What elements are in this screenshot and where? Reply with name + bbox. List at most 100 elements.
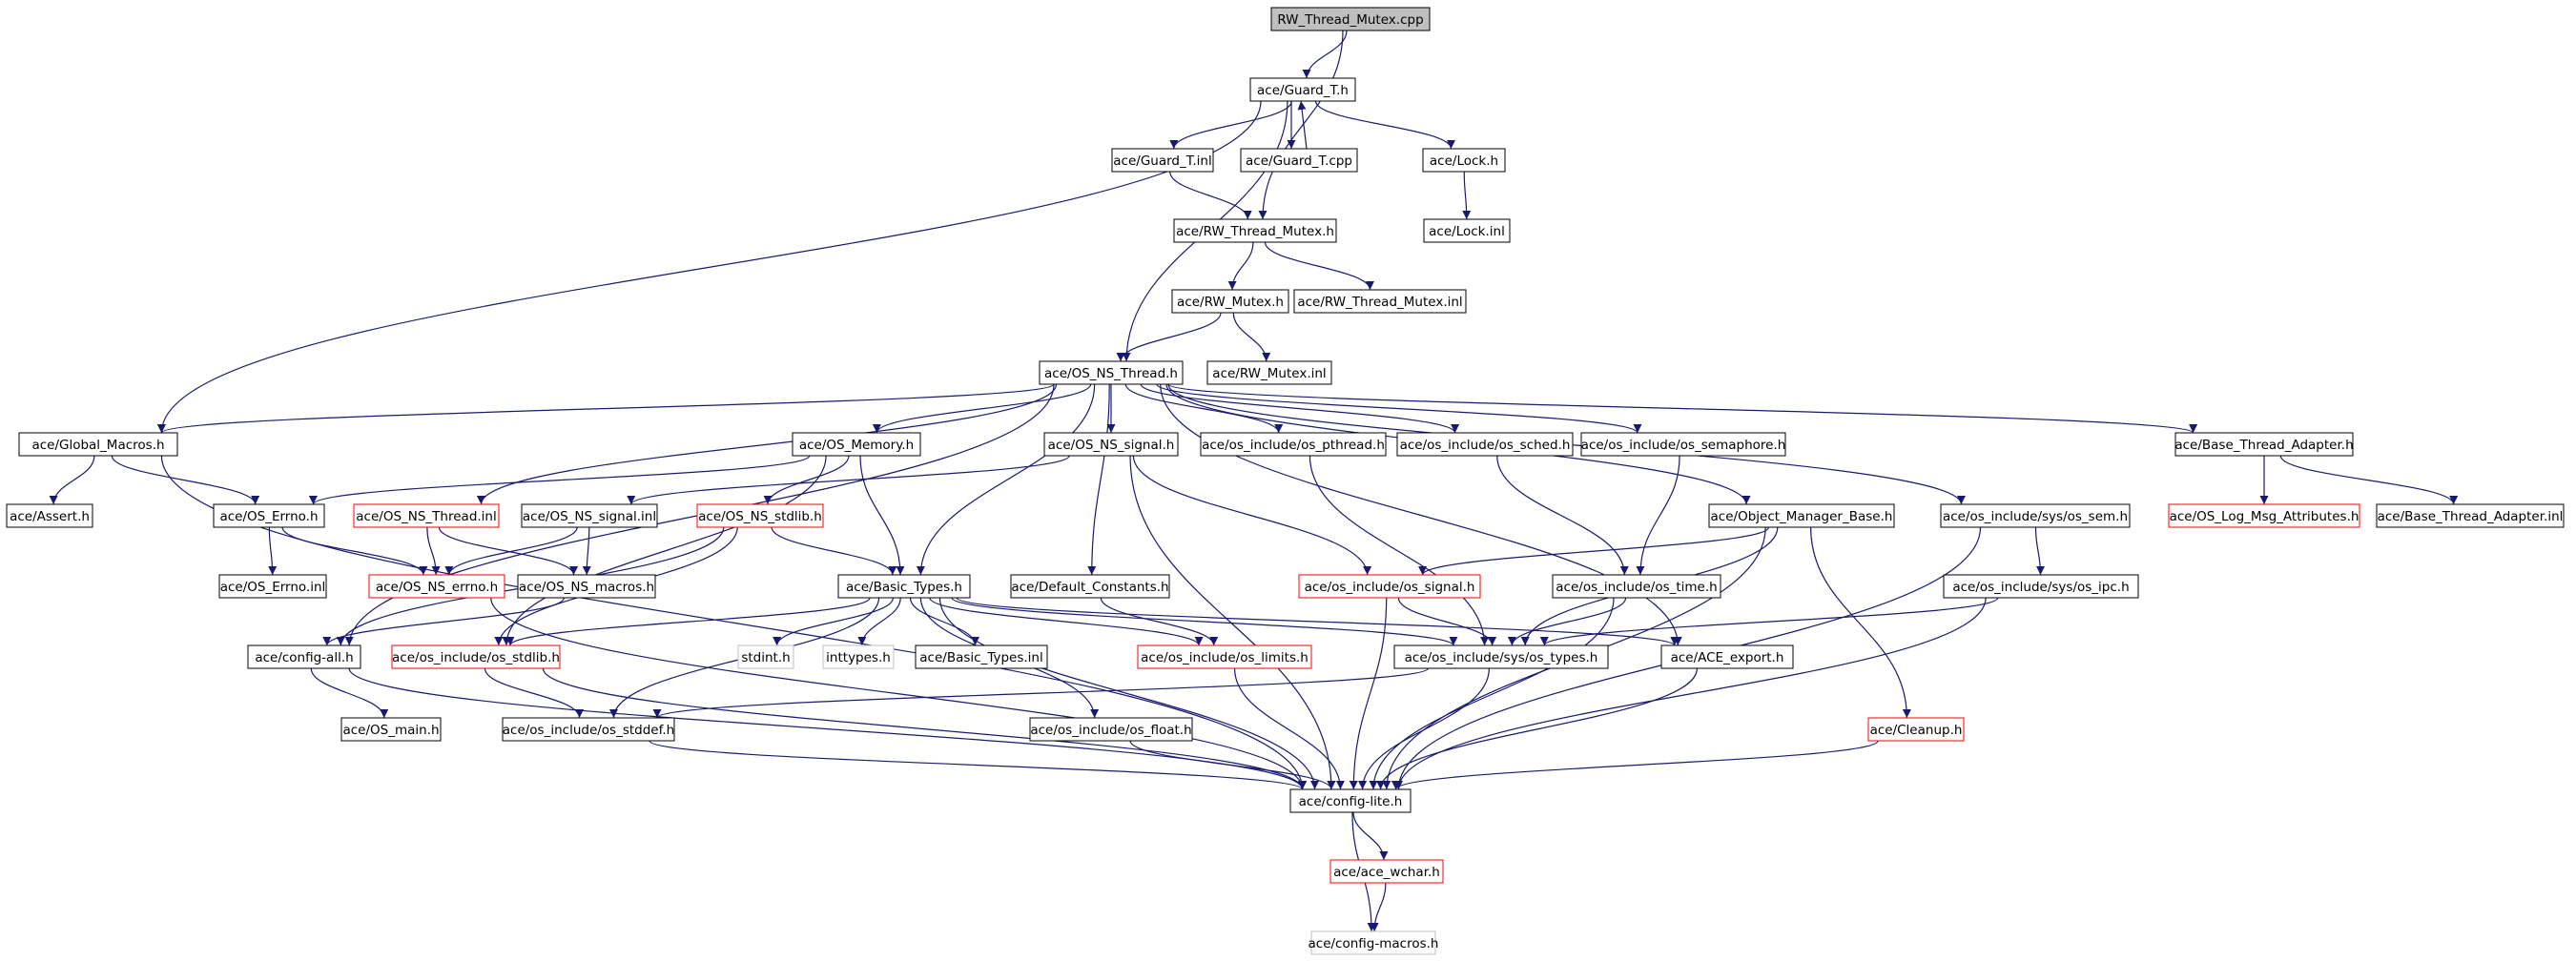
node-box: [1111, 148, 1214, 173]
edge-rw_cpp-to-guard_h: [1302, 30, 1348, 79]
edge-rw_cpp-to-rwtm_h: [1258, 30, 1344, 220]
node-osmem-h[interactable]: ace/OS_Memory.h: [792, 432, 921, 457]
node-logmsg-h[interactable]: ace/OS_Log_Msg_Attributes.h: [2168, 503, 2360, 528]
node-rwtm-inl[interactable]: ace/RW_Thread_Mutex.inl: [1293, 289, 1467, 314]
node-osstd-h[interactable]: ace/os_include/os_stdlib.h: [391, 644, 561, 669]
edge-bt_h-to-bt_inl: [909, 597, 979, 646]
node-lock-h[interactable]: ace/Lock.h: [1422, 148, 1506, 173]
node-bt-inl[interactable]: ace/Basic_Types.inl: [915, 644, 1048, 669]
node-box: [340, 717, 442, 742]
edge-ostime_h-to-systypes_h: [1507, 597, 1627, 646]
node-label: ace/Cleanup.h: [1870, 723, 1963, 738]
node-label: stdint.h: [741, 650, 790, 665]
node-box: [353, 503, 500, 528]
node-box: [1396, 432, 1574, 457]
node-box: [368, 574, 505, 599]
edge-stddef_h-to-cfglite_h: [649, 740, 1307, 790]
node-ossig-h[interactable]: ace/os_include/os_signal.h: [1298, 574, 1481, 599]
node-osnst-h[interactable]: ace/OS_NS_Thread.h: [1039, 360, 1184, 385]
node-ostime-h[interactable]: ace/os_include/os_time.h: [1552, 574, 1721, 599]
node-stdint-h[interactable]: stdint.h: [737, 644, 794, 669]
node-cfgmac-h[interactable]: ace/config-macros.h: [1309, 930, 1439, 955]
node-pthread-h[interactable]: ace/os_include/os_pthread.h: [1200, 432, 1387, 457]
node-label: ace/OS_main.h: [342, 723, 439, 738]
node-cleanup-h[interactable]: ace/Cleanup.h: [1867, 717, 1965, 742]
edge-pthread_h-to-systypes_h: [1309, 455, 1490, 646]
edge-omb_h-to-ossig_h: [1418, 526, 1770, 576]
node-osnserr-h[interactable]: ace/OS_NS_errno.h: [368, 574, 505, 599]
node-lock-inl[interactable]: ace/Lock.inl: [1423, 218, 1511, 243]
node-cfgall-h[interactable]: ace/config-all.h: [247, 644, 361, 669]
edge-sema_h-to-ostime_h: [1636, 455, 1680, 576]
node-guard-h[interactable]: ace/Guard_T.h: [1249, 77, 1356, 102]
node-label: RW_Thread_Mutex.cpp: [1277, 12, 1423, 28]
node-bta-inl[interactable]: ace/Base_Thread_Adapter.inl: [2376, 503, 2565, 528]
node-osnssig-inl[interactable]: ace/OS_NS_signal.inl: [521, 503, 658, 528]
node-label: ace/Global_Macros.h: [31, 438, 164, 453]
node-osnsmac-h[interactable]: ace/OS_NS_macros.h: [517, 574, 656, 599]
edge-osnst_h-to-sched_h: [1140, 383, 1460, 434]
node-export-h[interactable]: ace/ACE_export.h: [1660, 644, 1794, 669]
node-stddef-h[interactable]: ace/os_include/os_stddef.h: [502, 717, 675, 742]
node-label: ace/os_include/os_stdlib.h: [392, 650, 560, 665]
node-box: [1289, 788, 1412, 813]
node-label: ace/config-macros.h: [1309, 936, 1439, 951]
node-assert-h[interactable]: ace/Assert.h: [6, 503, 93, 528]
node-bta-h[interactable]: ace/Base_Thread_Adapter.h: [2174, 432, 2354, 457]
node-label: ace/Guard_T.inl: [1113, 153, 1211, 169]
node-inttypes-h[interactable]: inttypes.h: [822, 644, 895, 669]
node-osmain-h[interactable]: ace/OS_main.h: [340, 717, 442, 742]
edge-errno_h-to-osnserr_h: [281, 526, 428, 576]
node-box: [521, 503, 658, 528]
node-label: ace/OS_Log_Msg_Attributes.h: [2170, 509, 2360, 524]
node-box: [1137, 644, 1312, 669]
node-gm-h[interactable]: ace/Global_Macros.h: [18, 432, 178, 457]
node-box: [502, 717, 675, 742]
node-rw-cpp[interactable]: RW_Thread_Mutex.cpp: [1270, 7, 1431, 31]
edge-bt_h-to-systypes_h: [951, 597, 1458, 646]
node-errno-inl[interactable]: ace/OS_Errno.inl: [218, 574, 327, 599]
node-limits-h[interactable]: ace/os_include/os_limits.h: [1137, 644, 1312, 669]
node-guard-inl[interactable]: ace/Guard_T.inl: [1111, 148, 1214, 173]
node-systypes-h[interactable]: ace/os_include/sys/os_types.h: [1393, 644, 1609, 669]
node-guard-cpp[interactable]: ace/Guard_T.cpp: [1240, 148, 1358, 173]
node-rwtm-h[interactable]: ace/RW_Thread_Mutex.h: [1173, 218, 1337, 243]
edge-rwtm_h-to-rwtm_inl: [1264, 241, 1374, 291]
node-osnsstd-h[interactable]: ace/OS_NS_stdlib.h: [696, 503, 824, 528]
node-box: [1580, 432, 1786, 457]
node-osnst-inl[interactable]: ace/OS_NS_Thread.inl: [353, 503, 500, 528]
node-rwm-h[interactable]: ace/RW_Mutex.h: [1171, 289, 1289, 314]
node-defc-h[interactable]: ace/Default_Constants.h: [1010, 574, 1170, 599]
node-box: [2168, 503, 2360, 528]
node-bt-h[interactable]: ace/Basic_Types.h: [837, 574, 971, 599]
node-osnssig-h[interactable]: ace/OS_NS_signal.h: [1043, 432, 1179, 457]
node-omb-h[interactable]: ace/Object_Manager_Base.h: [1708, 503, 1895, 528]
node-box: [1249, 77, 1356, 102]
node-label: ace/OS_NS_errno.h: [376, 580, 498, 595]
edge-bta_h-to-bta_inl: [2279, 455, 2459, 505]
node-box: [1660, 644, 1794, 669]
node-box: [792, 432, 921, 457]
node-errno-h[interactable]: ace/OS_Errno.h: [213, 503, 325, 528]
node-rwm-inl[interactable]: ace/RW_Mutex.inl: [1206, 360, 1332, 385]
node-sched-h[interactable]: ace/os_include/os_sched.h: [1396, 432, 1574, 457]
node-cfglite-h[interactable]: ace/config-lite.h: [1289, 788, 1412, 813]
node-label: ace/os_include/os_float.h: [1030, 723, 1191, 738]
node-label: ace/Guard_T.cpp: [1246, 153, 1352, 169]
node-box: [696, 503, 824, 528]
edge-osmem_h-to-bt_h: [859, 455, 905, 576]
edge-wchar_h-to-cfgmac_h: [1370, 882, 1387, 932]
node-label: ace/ace_wchar.h: [1333, 865, 1440, 880]
node-sema-h[interactable]: ace/os_include/os_semaphore.h: [1580, 432, 1786, 457]
node-box: [1940, 503, 2131, 528]
node-wchar-h[interactable]: ace/ace_wchar.h: [1329, 859, 1444, 884]
node-float-h[interactable]: ace/os_include/os_float.h: [1029, 717, 1193, 742]
file-nodes: RW_Thread_Mutex.cpp ace/Guard_T.h ace/Guar…: [6, 7, 2565, 955]
node-syssem-h[interactable]: ace/os_include/sys/os_sem.h: [1940, 503, 2131, 528]
node-label: ace/os_include/os_pthread.h: [1202, 438, 1385, 453]
node-box: [1039, 360, 1184, 385]
edge-osnst_h-to-sema_h: [1156, 383, 1642, 434]
edge-ossig_h-to-systypes_h: [1397, 597, 1497, 646]
edge-export_h-to-cfglite_h: [1376, 667, 1698, 790]
node-sysipc-h[interactable]: ace/os_include/sys/os_ipc.h: [1943, 574, 2139, 599]
